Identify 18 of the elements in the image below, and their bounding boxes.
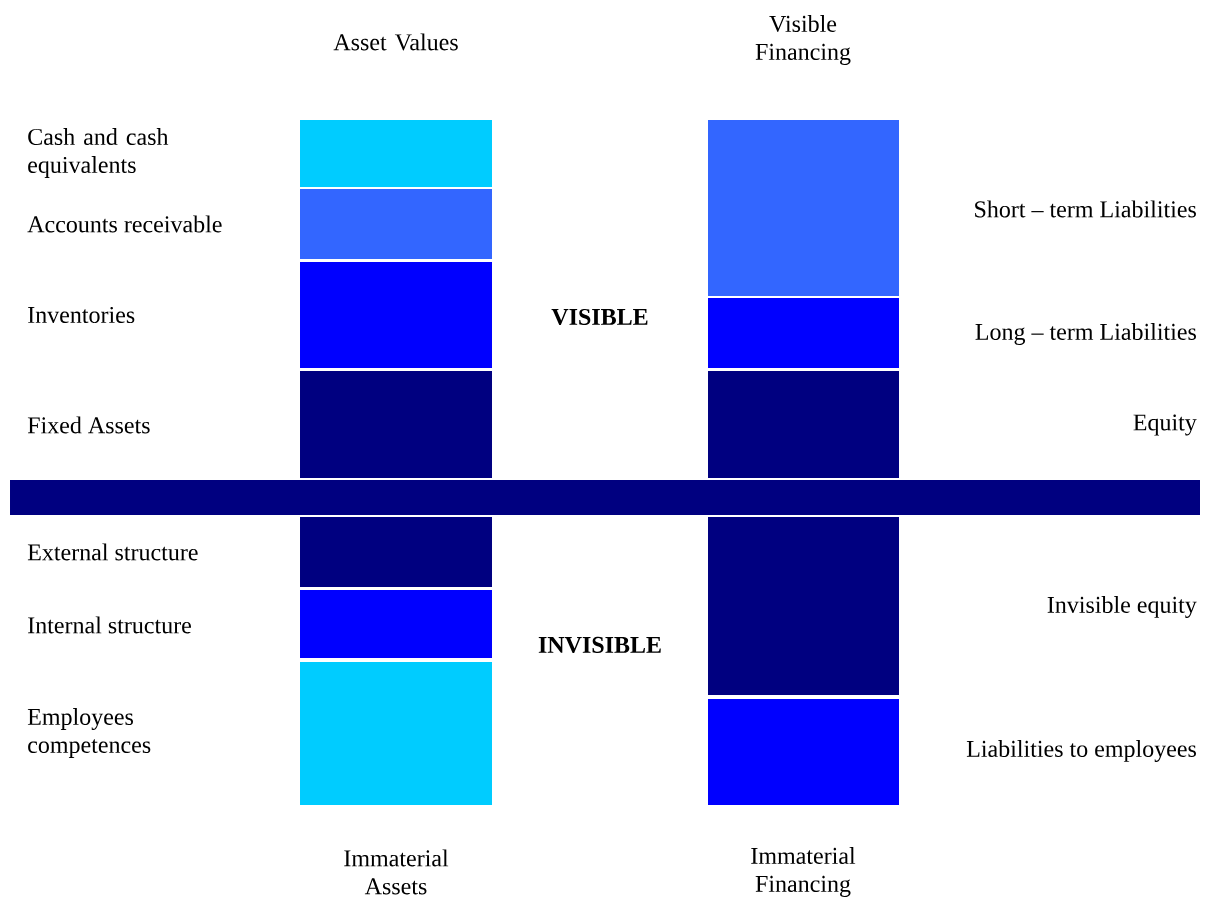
column-heading: Immaterial Financing xyxy=(751,847,856,897)
column-heading: Immaterial Assets xyxy=(344,849,449,895)
column-heading: Asset Values xyxy=(333,33,458,51)
row-label: Short – term Liabilities xyxy=(975,200,1196,218)
row-label: Invisible equity xyxy=(1047,596,1197,618)
section-label: INVISIBLE xyxy=(538,636,661,654)
row-label: Accounts receivable xyxy=(27,215,222,233)
section-label: VISIBLE xyxy=(551,308,648,326)
row-label: Long – term Liabilities xyxy=(975,323,1196,345)
row-label: Inventories xyxy=(28,306,135,324)
row-label: External structure xyxy=(27,543,198,561)
row-label: Fixed Assets xyxy=(27,416,150,434)
row-label: Liabilities to employees xyxy=(966,740,1196,762)
row-label: Internal structure xyxy=(28,616,191,634)
row-label: Employees competences xyxy=(27,708,151,758)
row-label: Cash and cash equivalents xyxy=(28,128,169,178)
row-label: Equity xyxy=(1133,414,1197,436)
column-heading: Visible Financing xyxy=(755,15,851,65)
